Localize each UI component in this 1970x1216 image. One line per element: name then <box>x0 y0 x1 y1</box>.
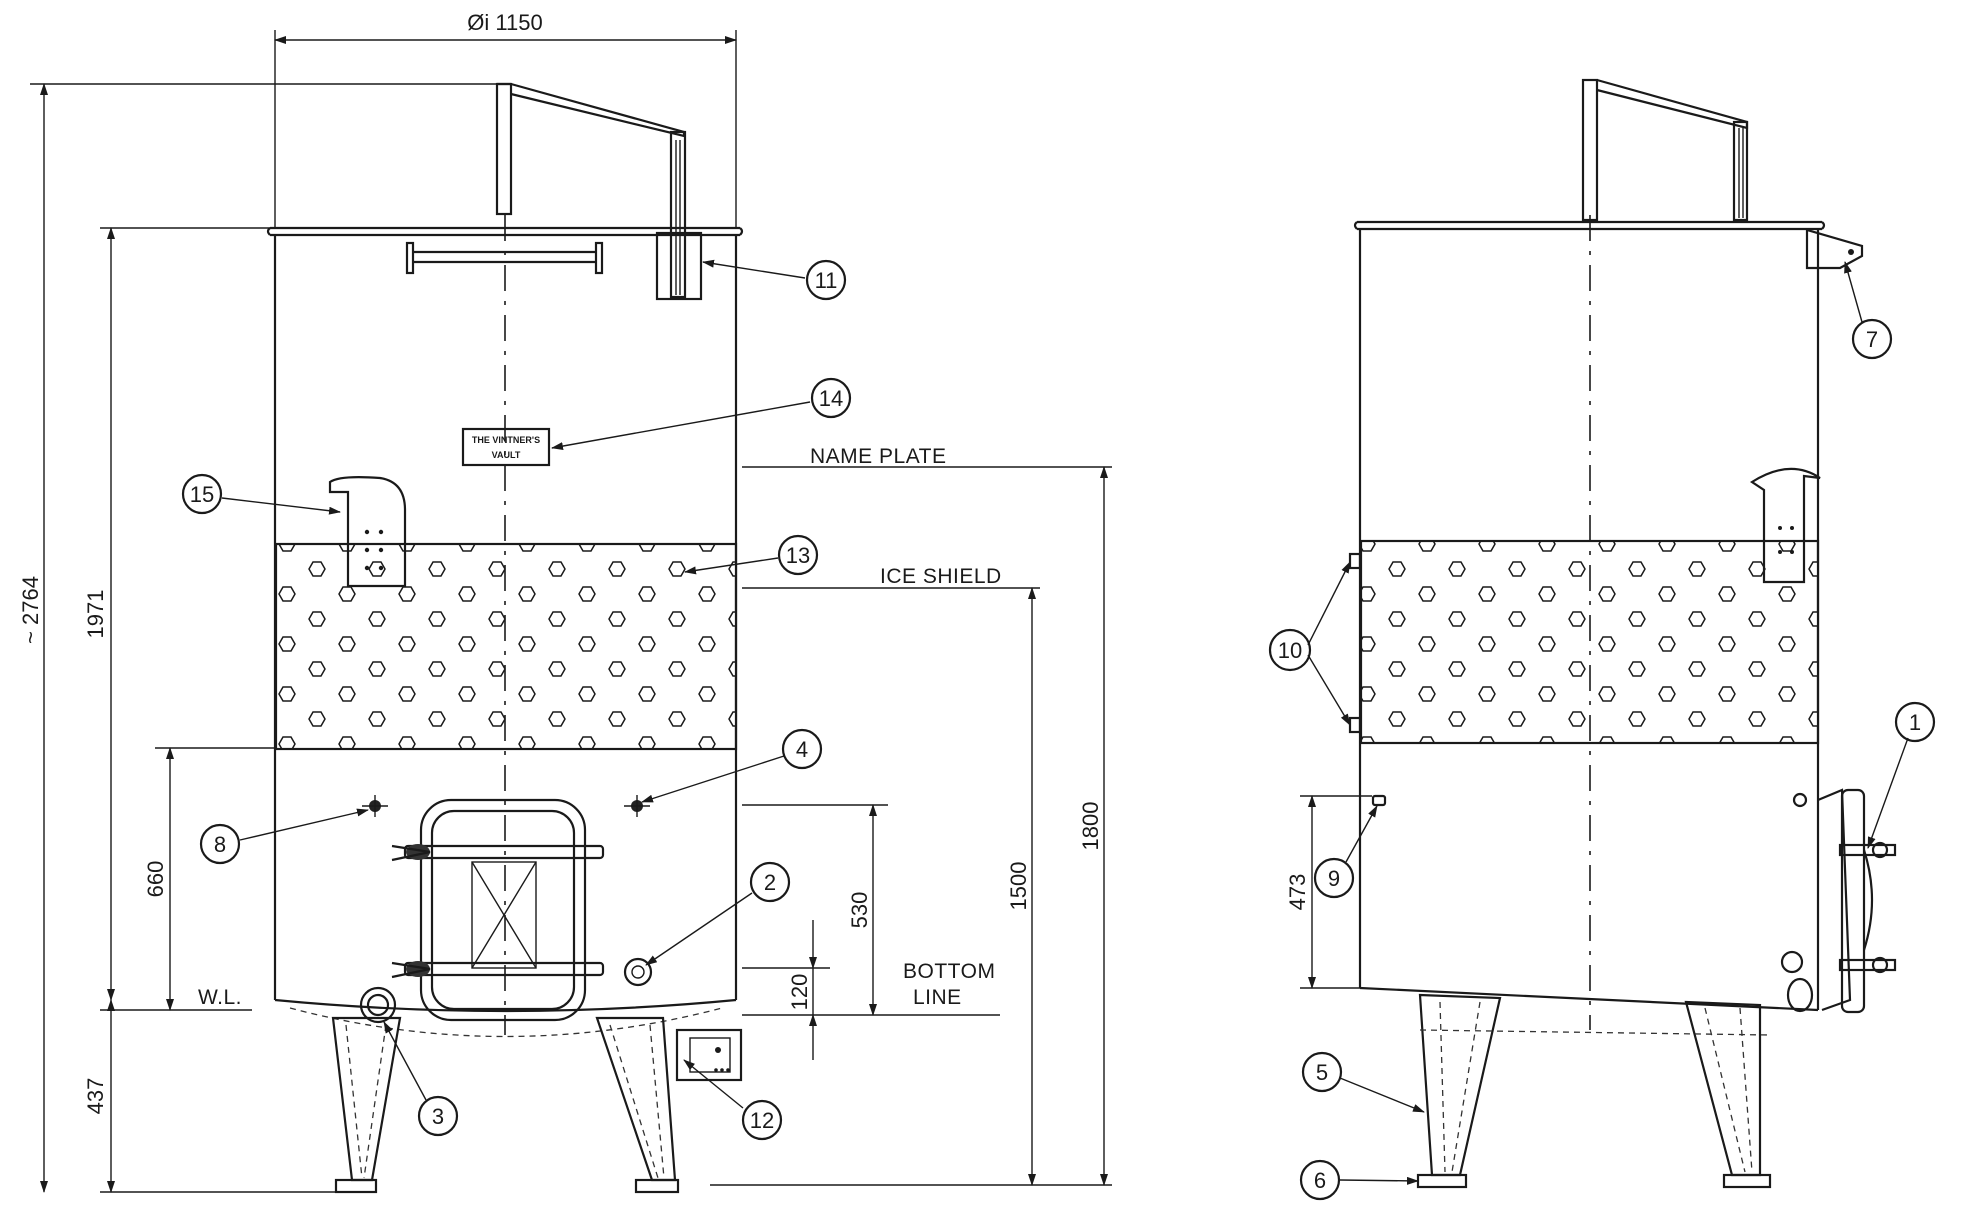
svg-text:4: 4 <box>796 737 808 762</box>
side-ice-shield-band <box>1359 539 1820 745</box>
valve-2 <box>623 957 653 987</box>
callout-2 <box>749 861 791 903</box>
callout-15 <box>181 473 223 515</box>
label-ice-shield: ICE SHIELD <box>880 565 1002 588</box>
svg-text:12: 12 <box>750 1108 774 1133</box>
callout-10 <box>1268 628 1312 672</box>
dim-leg-height: 437 <box>83 1078 108 1115</box>
ice-shield-band <box>274 542 738 751</box>
dim-660: 660 <box>143 861 168 898</box>
front-view: THE VINTNER'S VAULT <box>18 10 1112 1194</box>
callout-4 <box>781 728 823 770</box>
callout-5 <box>1301 1051 1343 1093</box>
side-manway <box>1780 788 1897 1014</box>
side-view: 473 <box>1285 78 1897 1189</box>
svg-text:1: 1 <box>1909 710 1921 735</box>
name-plate: THE VINTNER'S VAULT <box>461 427 551 467</box>
front-legs <box>331 1016 680 1194</box>
svg-text:13: 13 <box>786 543 810 568</box>
label-bottom: BOTTOM <box>903 960 995 983</box>
plate-text-line1: THE VINTNER'S <box>472 435 540 445</box>
svg-text:10: 10 <box>1278 638 1302 663</box>
svg-text:15: 15 <box>190 482 214 507</box>
dim-overall-height: ~ 2764 <box>18 576 43 644</box>
ladder-bracket <box>328 476 407 588</box>
outlet-3 <box>359 986 397 1024</box>
label-name-plate: NAME PLATE <box>810 445 946 468</box>
side-legs <box>1416 993 1772 1189</box>
svg-text:9: 9 <box>1328 866 1340 891</box>
plate-text-line2: VAULT <box>492 450 521 460</box>
dim-120: 120 <box>787 974 812 1011</box>
svg-text:5: 5 <box>1316 1060 1328 1085</box>
bracket-12 <box>675 1028 743 1082</box>
callout-13 <box>777 534 819 576</box>
svg-text:14: 14 <box>819 386 843 411</box>
dim-1800: 1800 <box>1078 802 1103 851</box>
dim-1500: 1500 <box>1006 862 1031 911</box>
callout-14 <box>810 377 852 419</box>
callout-7 <box>1851 318 1893 360</box>
svg-text:8: 8 <box>214 832 226 857</box>
callout-11 <box>805 259 847 301</box>
callout-6 <box>1299 1159 1341 1201</box>
callout-8 <box>199 823 241 865</box>
callout-12 <box>741 1099 783 1141</box>
stirrer-arm <box>495 82 687 299</box>
svg-text:11: 11 <box>815 268 838 293</box>
callout-3 <box>417 1095 459 1137</box>
top-handle <box>405 241 604 275</box>
manway-door <box>391 798 605 1022</box>
label-wl: W.L. <box>198 986 242 1009</box>
svg-text:3: 3 <box>432 1104 444 1129</box>
dim-shell-height: 1971 <box>83 590 108 639</box>
label-line: LINE <box>913 986 962 1009</box>
callouts: 11 14 15 13 4 8 2 3 12 7 <box>181 259 1936 1201</box>
svg-text:2: 2 <box>764 870 776 895</box>
dim-473: 473 <box>1285 874 1310 911</box>
svg-text:6: 6 <box>1314 1168 1326 1193</box>
dim-inner-diameter: Øi 1150 <box>467 10 542 35</box>
dim-530: 530 <box>847 892 872 929</box>
callout-9 <box>1313 857 1355 899</box>
svg-text:7: 7 <box>1866 327 1878 352</box>
callout-1 <box>1894 701 1936 743</box>
